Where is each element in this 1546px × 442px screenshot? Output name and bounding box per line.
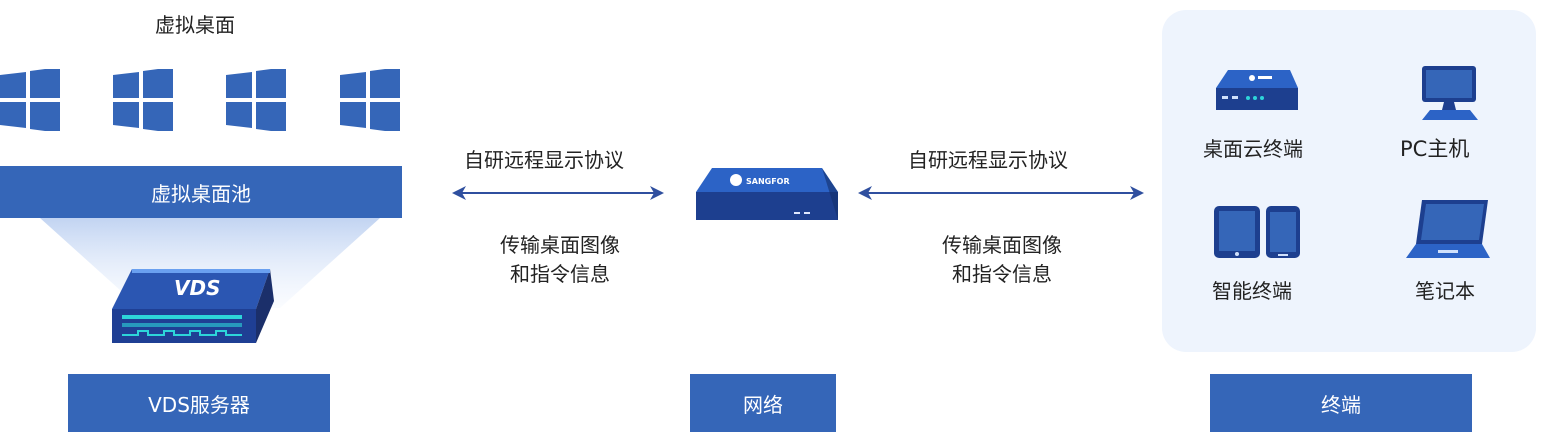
left-desc-line2: 和指令信息 xyxy=(510,262,610,286)
virtual-desktop-title: 虚拟桌面 xyxy=(155,13,235,37)
cloud-terminal-icon xyxy=(1216,70,1298,110)
pc-label: PC主机 xyxy=(1400,137,1470,161)
windows-icon-row xyxy=(0,69,402,133)
left-double-arrow xyxy=(452,186,664,200)
right-protocol-label: 自研远程显示协议 xyxy=(908,148,1068,172)
vds-server-label: VDS服务器 xyxy=(68,374,330,432)
terminal-label: 终端 xyxy=(1210,374,1472,432)
device-brand: SANGFOR xyxy=(746,177,790,186)
smart-terminal-label: 智能终端 xyxy=(1212,279,1292,303)
right-double-arrow xyxy=(858,186,1144,200)
virtual-desktop-pool: 虚拟桌面池 xyxy=(0,166,402,218)
left-desc-line1: 传输桌面图像 xyxy=(500,233,620,257)
windows-icon xyxy=(340,69,400,131)
network-device-icon: SANGFOR xyxy=(696,168,838,220)
windows-icon xyxy=(0,69,60,131)
vds-server-icon: VDS xyxy=(112,269,274,343)
windows-icon xyxy=(226,69,286,131)
left-desc: 传输桌面图像 和指令信息 xyxy=(470,231,650,288)
network-label: 网络 xyxy=(690,374,836,432)
right-desc: 传输桌面图像 和指令信息 xyxy=(912,231,1092,288)
left-protocol-label: 自研远程显示协议 xyxy=(464,148,624,172)
cloud-terminal-label: 桌面云终端 xyxy=(1203,137,1303,161)
laptop-label: 笔记本 xyxy=(1415,279,1475,303)
right-desc-line2: 和指令信息 xyxy=(952,262,1052,286)
pc-icon xyxy=(1422,66,1478,120)
smart-device-icon xyxy=(1214,206,1300,258)
right-desc-line1: 传输桌面图像 xyxy=(942,233,1062,257)
laptop-icon xyxy=(1406,200,1490,258)
pool-label: 虚拟桌面池 xyxy=(151,181,251,206)
vds-logo: VDS xyxy=(174,276,220,300)
windows-icon xyxy=(113,69,173,131)
